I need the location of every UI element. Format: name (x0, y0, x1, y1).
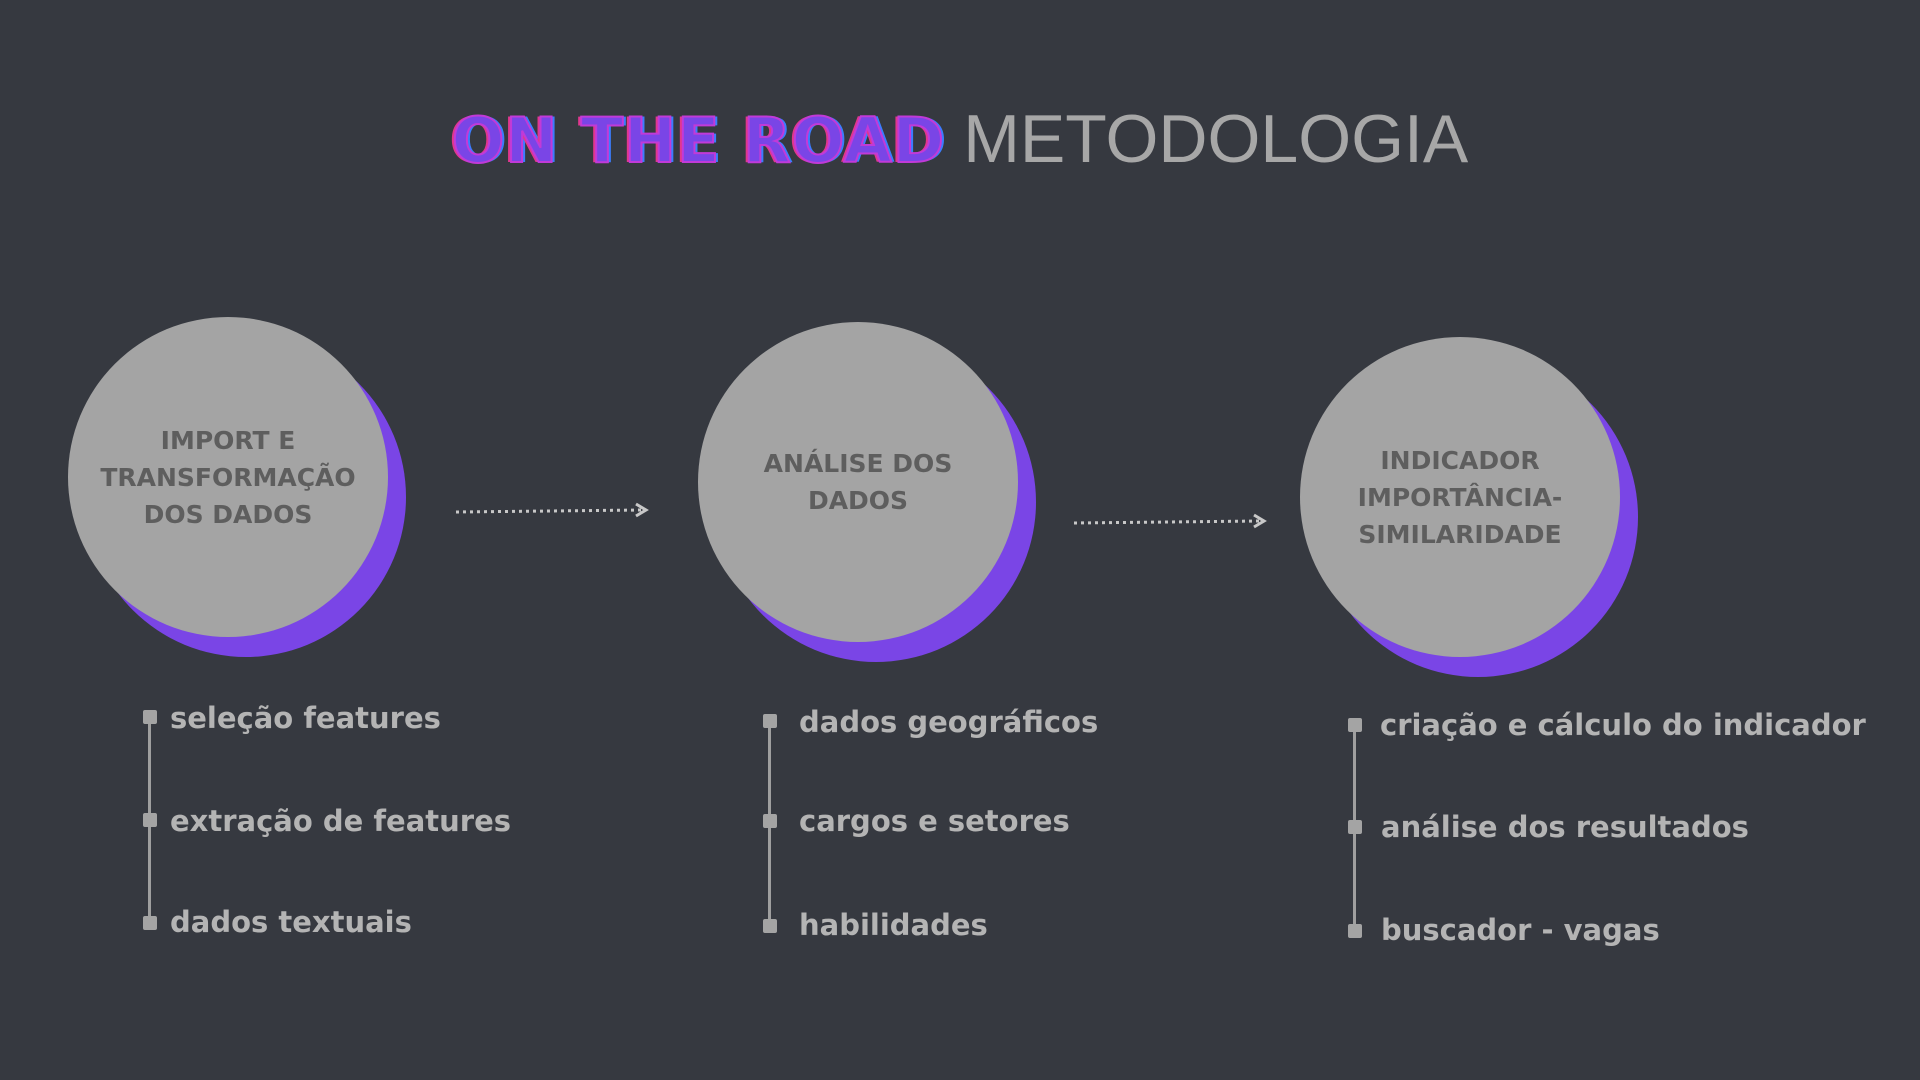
list-item: dados textuais (170, 905, 412, 939)
list-bullet (763, 919, 777, 933)
list-item: criação e cálculo do indicador (1380, 708, 1866, 742)
step-2-title: ANÁLISE DOS DADOS (763, 449, 953, 515)
list-bullet (763, 714, 777, 728)
arrow-1 (455, 502, 649, 518)
title-text: METODOLOGIA (963, 101, 1469, 177)
list-bullet (763, 814, 777, 828)
list-item: cargos e setores (799, 804, 1070, 838)
list-bullet (143, 813, 157, 827)
list-bullet (143, 710, 157, 724)
list-item: dados geográficos (799, 705, 1099, 739)
list-bullet (143, 916, 157, 930)
step-3-title: INDICADOR IMPORTÂNCIA- SIMILARIDADE (1357, 445, 1563, 549)
brand-name: ON THE ROAD (451, 103, 946, 178)
list-item: extração de features (170, 804, 512, 838)
list-bullet (1348, 718, 1362, 732)
step-2-circle: ANÁLISE DOS DADOS (698, 322, 1018, 642)
list-item: análise dos resultados (1381, 810, 1749, 844)
step-1-circle: IMPORT E TRANSFORMAÇÃO DOS DADOS (68, 317, 388, 637)
list-item: buscador - vagas (1381, 913, 1660, 947)
list-item: habilidades (799, 908, 988, 942)
list-bullet (1348, 820, 1362, 834)
step-1-title: IMPORT E TRANSFORMAÇÃO DOS DADOS (100, 425, 356, 529)
list-bullet (1348, 924, 1362, 938)
list-item: seleção features (170, 701, 441, 735)
arrow-2 (1073, 513, 1267, 529)
step-3-circle: INDICADOR IMPORTÂNCIA- SIMILARIDADE (1300, 337, 1620, 657)
